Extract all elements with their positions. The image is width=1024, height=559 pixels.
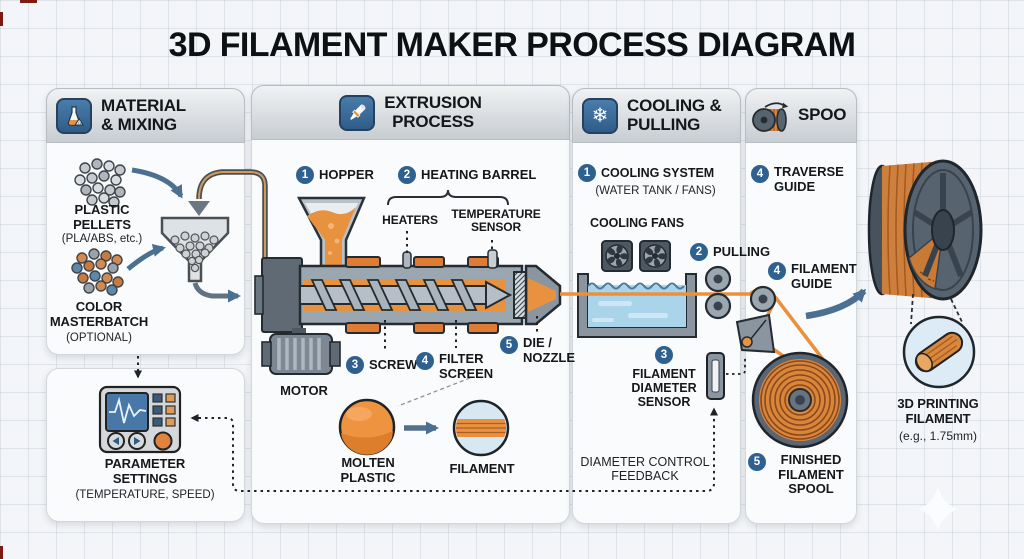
traverse-guide-label: 4 TRAVERSE GUIDE — [751, 164, 844, 194]
panel-material-title: MATERIAL & MIXING — [101, 96, 186, 134]
step-badge: 1 — [296, 166, 314, 184]
magnifier-callout — [902, 293, 976, 389]
output-filament-label: 3D PRINTING FILAMENT — [897, 396, 979, 426]
parameter-settings-sublabel: (TEMPERATURE, SPEED) — [75, 489, 215, 501]
panel-cooling-header: ❄ COOLING & PULLING — [572, 88, 741, 143]
motor-label: MOTOR — [280, 383, 328, 398]
temperature-sensor-label: TEMPERATURE SENSOR — [451, 207, 541, 235]
snowflake-icon: ❄ — [582, 97, 618, 134]
screw-label: 3 SCREW — [346, 356, 417, 374]
panel-spool-header: SPOO — [745, 88, 857, 143]
panel-extrusion: EXTRUSION PROCESS — [251, 85, 570, 524]
parameter-settings-label: PARAMETER SETTINGS — [104, 456, 186, 486]
step-badge: 5 — [500, 336, 518, 354]
plastic-pellets-label: PLASTIC PELLETS — [73, 202, 131, 232]
flask-icon — [56, 97, 92, 134]
panel-cooling-title: COOLING & PULLING — [627, 96, 722, 134]
filament-label: FILAMENT — [449, 461, 515, 476]
step-badge: 4 — [768, 262, 786, 280]
spool-icon — [752, 98, 792, 134]
pulling-label: 2 PULLING — [690, 243, 770, 261]
filament-guide-label: 4 FILAMENT GUIDE — [768, 261, 857, 291]
molten-plastic-label: MOLTEN PLASTIC — [340, 455, 396, 485]
color-masterbatch-sublabel: (OPTIONAL) — [66, 332, 132, 344]
heaters-label: HEATERS — [382, 213, 438, 227]
step-badge: 4 — [416, 352, 434, 370]
cooling-system-sublabel: (WATER TANK / FANS) — [595, 185, 716, 197]
step-badge: 4 — [751, 165, 769, 183]
panel-spool-title: SPOO — [798, 105, 847, 125]
edge-mark — [0, 546, 3, 559]
diameter-sensor-label: 3 FILAMENT DIAMETER SENSOR — [618, 345, 710, 409]
plastic-pellets-sublabel: (PLA/ABS, etc.) — [61, 233, 143, 245]
feedback-label: DIAMETER CONTROL FEEDBACK — [580, 455, 710, 483]
step-badge: 2 — [398, 166, 416, 184]
step-badge: 1 — [578, 164, 596, 182]
hopper-label: 1 HOPPER — [296, 166, 374, 184]
step-badge: 3 — [655, 346, 673, 364]
output-filament-sublabel: (e.g., 1.75mm) — [898, 429, 978, 443]
edge-mark — [0, 12, 3, 26]
panel-extrusion-header: EXTRUSION PROCESS — [251, 85, 570, 140]
finished-spool-label: 5 FINISHED FILAMENT SPOOL — [748, 452, 851, 497]
filter-screen-label: 4 FILTER SCREEN — [416, 351, 493, 381]
panel-extrusion-title: EXTRUSION PROCESS — [384, 93, 482, 131]
page-title: 3D FILAMENT MAKER PROCESS DIAGRAM — [168, 26, 856, 64]
cooling-system-label: 1 COOLING SYSTEM — [578, 164, 714, 182]
color-masterbatch-label: COLOR MASTERBATCH — [49, 299, 149, 329]
extruder-icon — [339, 94, 376, 131]
panel-material-header: MATERIAL & MIXING — [46, 88, 245, 143]
step-badge: 5 — [748, 453, 766, 471]
step-badge: 3 — [346, 356, 364, 374]
sparkle-decoration — [918, 487, 958, 531]
cooling-fans-label: COOLING FANS — [590, 216, 684, 230]
step-badge: 2 — [690, 243, 708, 261]
die-nozzle-label: 5 DIE / NOZZLE — [500, 335, 575, 365]
edge-mark — [20, 0, 37, 3]
heating-barrel-label: 2 HEATING BARREL — [398, 166, 536, 184]
output-spool-graphic — [867, 159, 983, 301]
